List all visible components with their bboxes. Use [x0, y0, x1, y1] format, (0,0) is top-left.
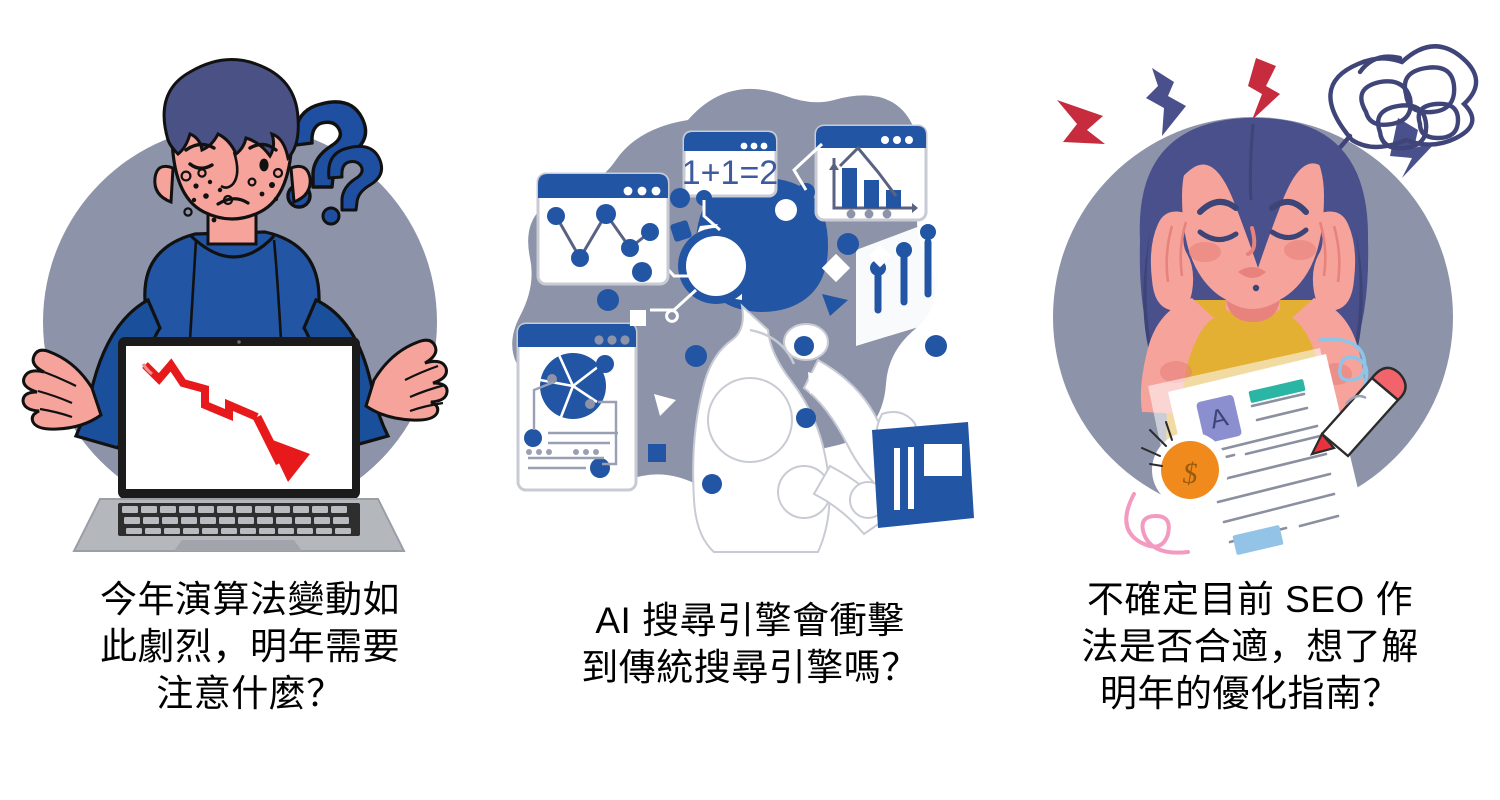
man-hair: [162, 58, 300, 162]
column-confused-man: 今年演算法變動如 此劇烈，明年需要 注意什麼？: [0, 0, 500, 800]
lightning-bolt-crimson-left: [1057, 100, 1105, 144]
robot-figure: [628, 178, 917, 553]
caption-column-2: AI 搜尋引擎會衝擊 到傳統搜尋引擎嗎？: [581, 600, 919, 688]
laptop: [72, 337, 406, 552]
floating-geometric-shapes: [597, 188, 950, 494]
coin-symbol-text: $: [1183, 457, 1198, 490]
blue-squiggle: [1318, 337, 1369, 388]
man-collar: [189, 234, 276, 259]
illustration-confused-man-with-declining-chart-laptop: [0, 0, 500, 560]
man-eye-right: [259, 158, 269, 172]
browser-window-pie-chart: [516, 322, 638, 492]
browser-window-equation: 1+1=2: [682, 130, 778, 232]
grade-letter-badge: [1196, 395, 1242, 443]
woman-arm-right: [1292, 298, 1366, 416]
man-ear-right: [289, 164, 312, 205]
pink-squiggle: [1124, 492, 1190, 555]
caption-column-1: 今年演算法變動如 此劇烈，明年需要 注意什麼？: [100, 579, 400, 714]
marker-pen: [1309, 366, 1407, 458]
woman-eye-left: [1197, 229, 1239, 242]
column-stressed-woman: A: [1000, 0, 1500, 800]
browser-window-bar-chart: [792, 124, 928, 222]
laptop-screen: [126, 346, 352, 489]
man-eye-left: [188, 162, 214, 170]
declining-red-arrow-chart: [141, 358, 310, 482]
tangled-scribble-thought-cloud: [1307, 44, 1479, 185]
laptop-trackpad[interactable]: [174, 540, 302, 551]
equation-text: 1+1=2: [682, 154, 778, 192]
lightning-bolt-crimson-top: [1248, 58, 1280, 120]
document-sheet: A: [1168, 354, 1362, 555]
dollar-coin-badge: $: [1141, 421, 1228, 508]
caption-column-3: 不確定目前 SEO 作 法是否合適，想了解 明年的優化指南？: [1081, 579, 1419, 714]
illustration-ai-robot-with-data-windows: 1+1=2: [500, 0, 1000, 560]
browser-window-line-chart: [536, 172, 670, 286]
illustration-stressed-woman-with-graded-document: A: [1000, 0, 1500, 560]
lightning-bolt-navy-left: [1146, 68, 1186, 136]
man-face-spots: [191, 179, 279, 223]
column-ai-robot: 1+1=2: [500, 0, 1000, 800]
question-mark-small: [321, 144, 383, 226]
hologram-bar-panel: [856, 208, 968, 346]
man-ear-left: [153, 164, 175, 205]
woman-hair-front: [1147, 118, 1359, 268]
hologram-blue-card: [872, 422, 974, 528]
woman-eye-right: [1269, 227, 1309, 240]
